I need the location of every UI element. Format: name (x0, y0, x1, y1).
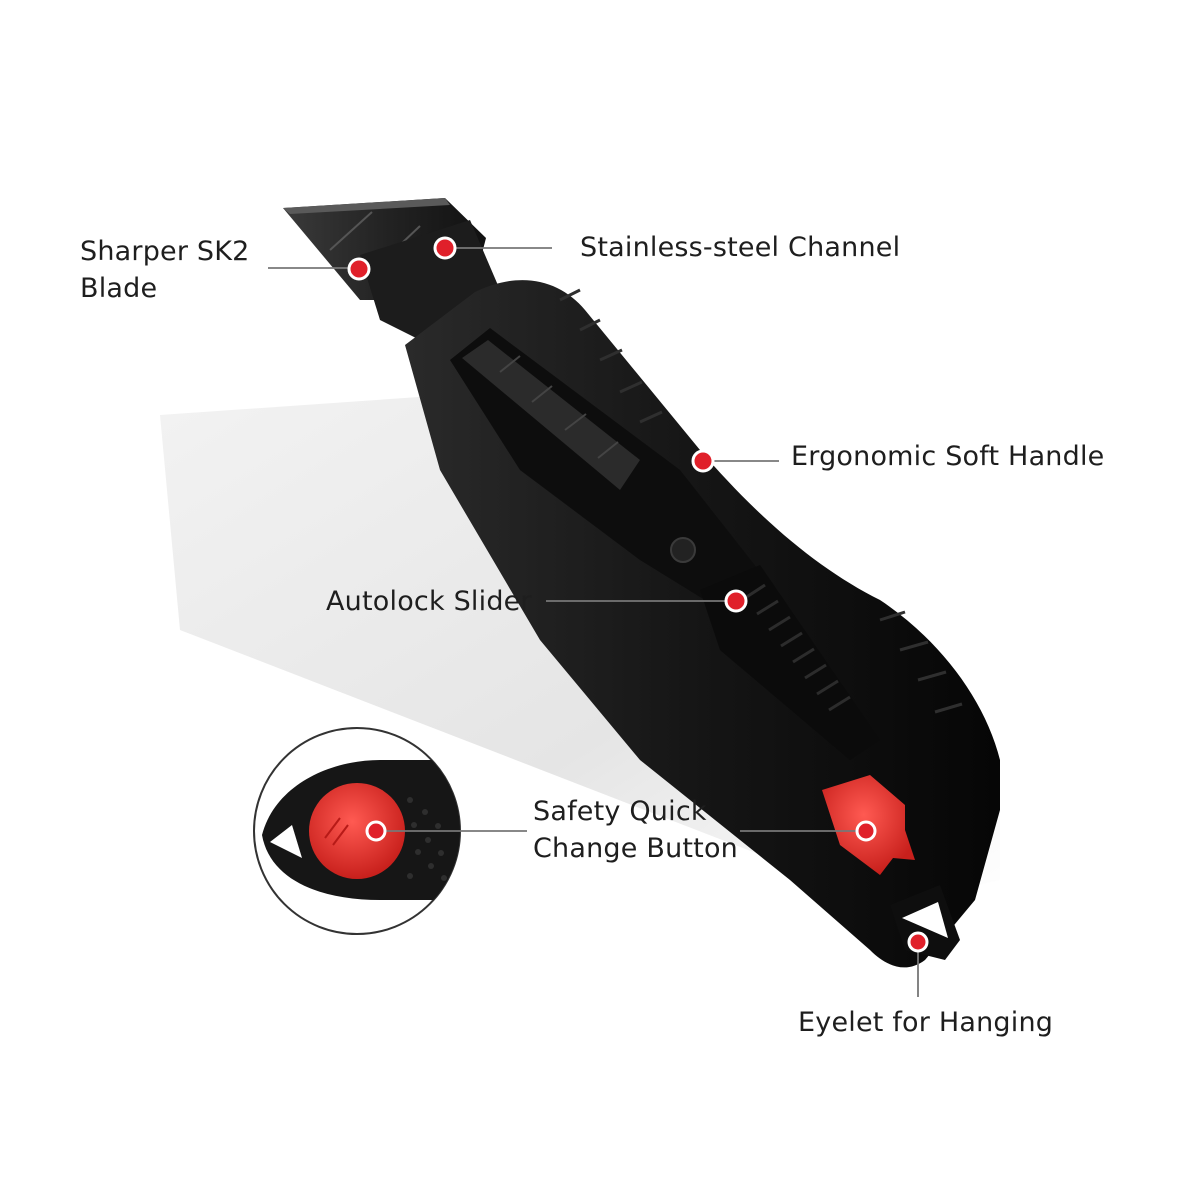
marker-blade (347, 257, 371, 281)
marker-slider (724, 589, 748, 613)
channel-callout-label: Stainless-steel Channel (580, 232, 901, 263)
autolock-slider[interactable] (700, 565, 880, 760)
marker-button-inset (365, 820, 387, 842)
blade-callout-line2: Blade (80, 273, 158, 304)
marker-button (855, 820, 877, 842)
handle-callout-label: Ergonomic Soft Handle (791, 441, 1105, 472)
blade-callout-label: Sharper SK2 Blade (80, 233, 250, 307)
slider-callout-label: Autolock Slider (326, 586, 532, 617)
button-callout-label: Safety Quick Change Button (533, 793, 738, 867)
button-callout-line1: Safety Quick (533, 796, 707, 827)
marker-handle (691, 449, 715, 473)
blade-callout-line1: Sharper SK2 (80, 236, 250, 267)
marker-eyelet (907, 931, 929, 953)
eyelet (890, 885, 960, 960)
marker-channel (433, 236, 457, 260)
callout-markers (347, 236, 929, 953)
eyelet-callout-label: Eyelet for Hanging (798, 1007, 1054, 1038)
button-callout-line2: Change Button (533, 833, 738, 864)
